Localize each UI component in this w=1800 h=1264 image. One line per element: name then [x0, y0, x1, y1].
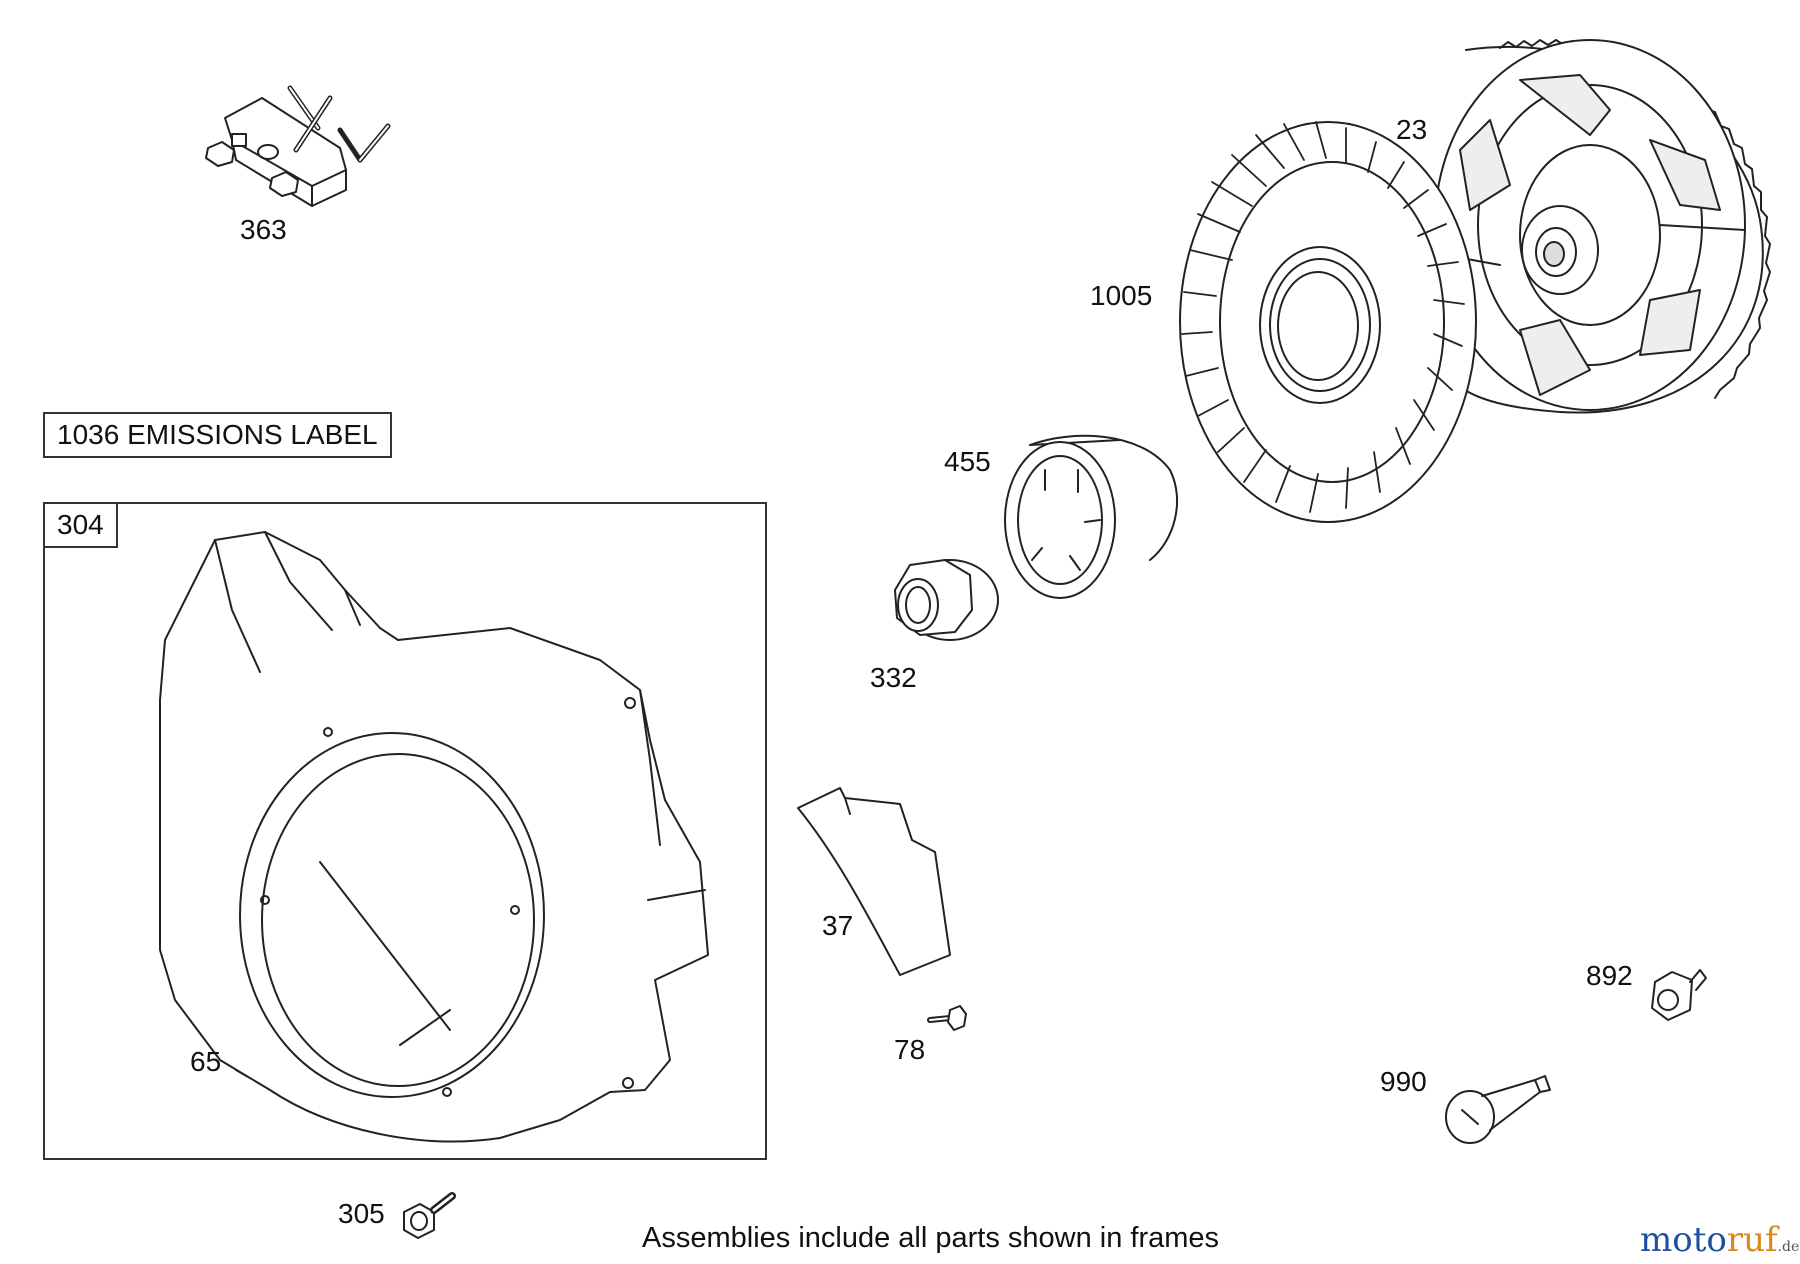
part-label-332: 332: [870, 662, 917, 693]
shield-drawing: [797, 787, 951, 976]
flywheel-drawing: [1434, 39, 1771, 414]
assembly-frame: [43, 502, 767, 1160]
frame-label-304: 304: [43, 502, 118, 548]
nut-drawing: [894, 559, 999, 641]
watermark-tld: .de: [1777, 1239, 1800, 1255]
watermark-logo: motoruf.de: [1640, 1220, 1799, 1260]
assemblies-caption: Assemblies include all parts shown in fr…: [642, 1222, 1220, 1254]
emissions-label-box: 1036 EMISSIONS LABEL: [43, 412, 392, 458]
fan-drawing: [1179, 121, 1477, 523]
part-label-363: 363: [240, 214, 287, 245]
screw-305-drawing: [403, 1192, 456, 1239]
part-label-1005: 1005: [1090, 280, 1153, 311]
part-label-37: 37: [822, 910, 854, 941]
watermark-part2: ruf: [1726, 1220, 1778, 1260]
part-label-78: 78: [894, 1034, 926, 1065]
screw-78-drawing: [927, 1005, 967, 1031]
part-label-23: 23: [1396, 114, 1428, 145]
part-label-305: 305: [338, 1198, 385, 1229]
watermark-part1: moto: [1640, 1220, 1727, 1260]
part-label-455: 455: [944, 446, 991, 477]
cup-drawing: [1004, 434, 1178, 599]
part-label-65: 65: [190, 1046, 222, 1077]
clip-892-drawing: [1651, 969, 1707, 1021]
part-label-990: 990: [1380, 1066, 1427, 1097]
blower-housing-drawing: [159, 531, 709, 1143]
bracket-assembly-drawing: [205, 85, 391, 207]
part-label-892: 892: [1586, 960, 1633, 991]
plug-990-drawing: [1445, 1075, 1551, 1144]
